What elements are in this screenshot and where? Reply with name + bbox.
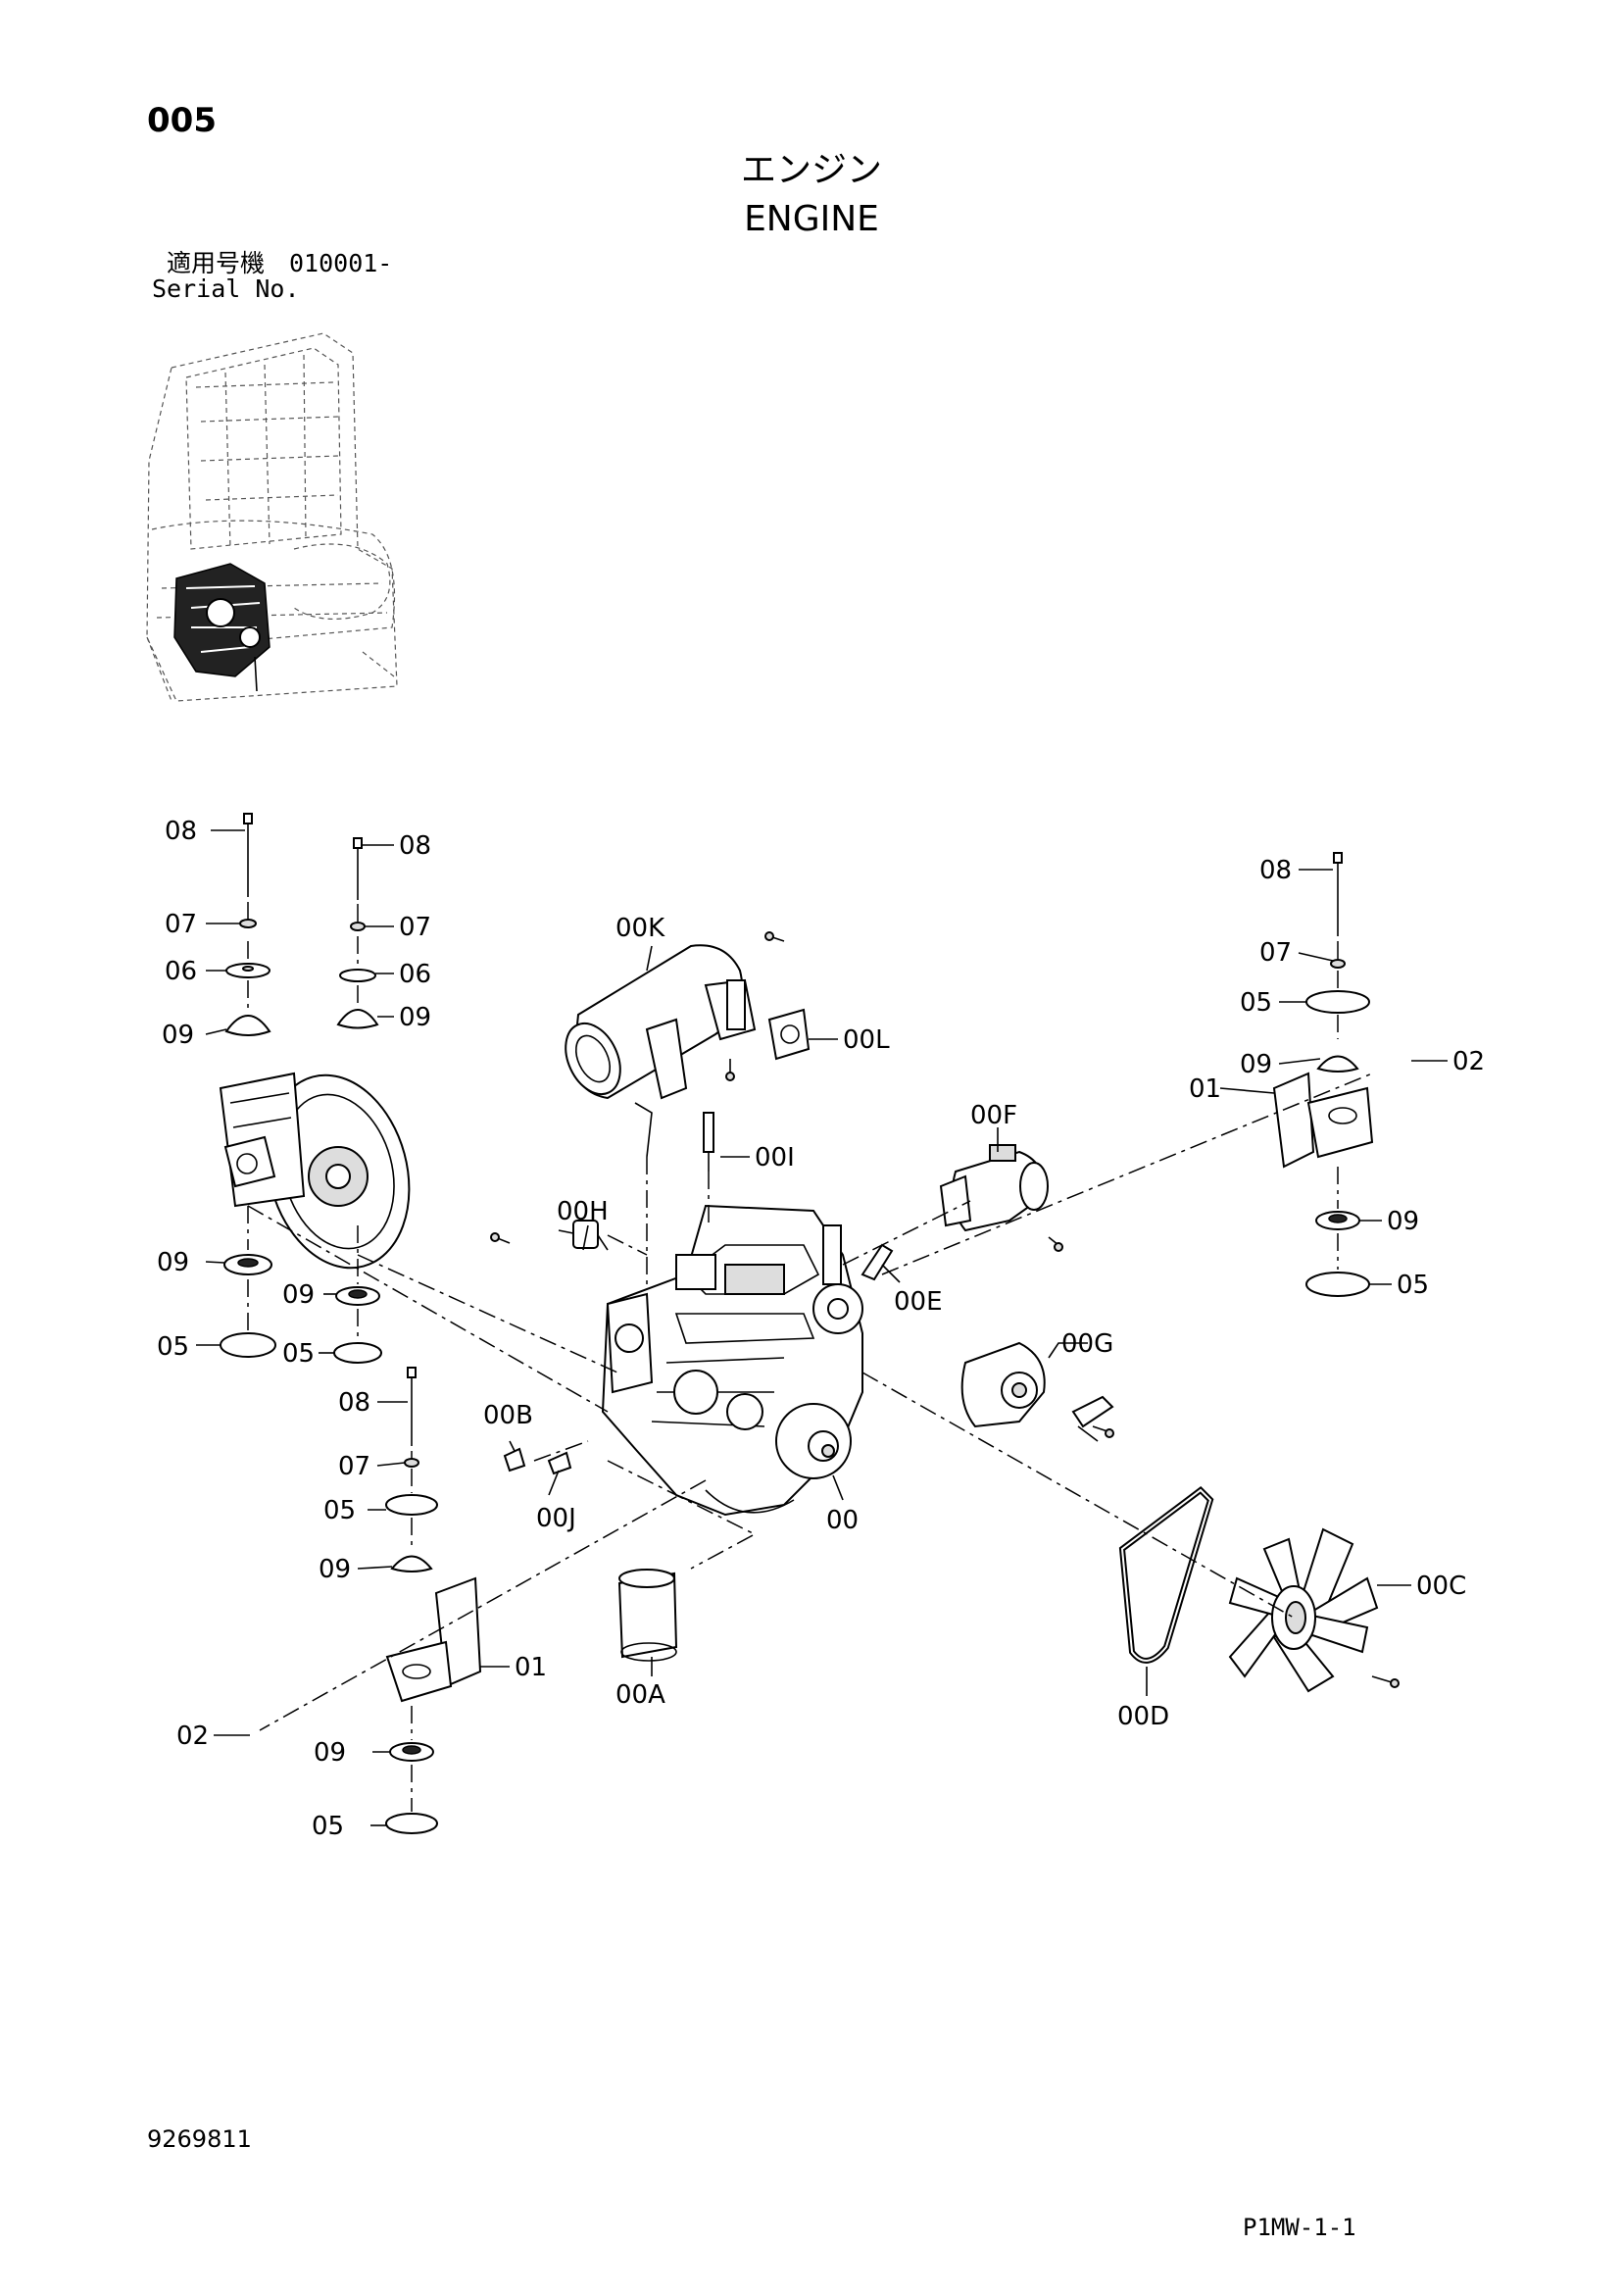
callout-05: 05 xyxy=(323,1496,356,1525)
injector xyxy=(703,1112,714,1172)
sheet-reference: P1MW-1-1 xyxy=(1243,2214,1356,2241)
callout-02: 02 xyxy=(1452,1047,1485,1076)
callout-02: 02 xyxy=(176,1722,209,1751)
muffler xyxy=(565,944,757,1158)
mount-stack-left-b xyxy=(333,837,382,1364)
callout-07: 07 xyxy=(399,913,431,942)
callout-05: 05 xyxy=(312,1812,344,1841)
callout-09: 09 xyxy=(162,1021,194,1050)
callout-08: 08 xyxy=(338,1388,370,1418)
title-japanese: エンジン xyxy=(740,150,882,190)
small-bolts xyxy=(490,931,1400,1688)
callout-00C: 00C xyxy=(1416,1572,1466,1601)
callout-00: 00 xyxy=(826,1506,859,1535)
fan-belt xyxy=(1118,1486,1214,1664)
callout-05: 05 xyxy=(282,1339,315,1369)
callout-09: 09 xyxy=(1240,1050,1272,1079)
callout-09: 09 xyxy=(282,1280,315,1310)
callout-05: 05 xyxy=(157,1332,189,1362)
callout-01: 01 xyxy=(1189,1074,1221,1104)
callout-05: 05 xyxy=(1397,1271,1429,1300)
callout-00D: 00D xyxy=(1117,1702,1169,1731)
cooling-fan xyxy=(1228,1527,1379,1693)
callout-09: 09 xyxy=(319,1555,351,1584)
callout-00J: 00J xyxy=(536,1504,576,1533)
starter-motor xyxy=(939,1144,1049,1232)
callout-00H: 00H xyxy=(557,1197,609,1226)
callout-07: 07 xyxy=(165,910,197,939)
callout-00G: 00G xyxy=(1061,1329,1113,1359)
callout-06: 06 xyxy=(165,957,197,986)
callout-01: 01 xyxy=(515,1653,547,1682)
leader-lines xyxy=(196,829,1448,1826)
callout-08: 08 xyxy=(1259,856,1292,885)
flywheel-housing xyxy=(219,1072,411,1270)
callout-00E: 00E xyxy=(894,1287,943,1317)
callout-09: 09 xyxy=(157,1248,189,1277)
callout-00B: 00B xyxy=(483,1401,533,1430)
title-english: ENGINE xyxy=(744,199,879,239)
callout-07: 07 xyxy=(1259,938,1292,968)
callout-09: 09 xyxy=(314,1738,346,1768)
drawing-number: 9269811 xyxy=(147,2125,252,2153)
callout-08: 08 xyxy=(399,831,431,861)
exhaust-gasket xyxy=(767,1008,811,1061)
mount-stack-right xyxy=(1272,852,1374,1297)
serial-label-japanese: 適用号機 010001- xyxy=(167,249,393,277)
callout-00K: 00K xyxy=(615,914,665,943)
callout-07: 07 xyxy=(338,1452,370,1481)
callout-00F: 00F xyxy=(970,1101,1017,1130)
callout-06: 06 xyxy=(399,960,431,989)
callout-00A: 00A xyxy=(615,1680,665,1710)
callout-00I: 00I xyxy=(755,1143,795,1173)
callout-09: 09 xyxy=(1387,1207,1419,1236)
callout-05: 05 xyxy=(1240,988,1272,1018)
engine-assembly xyxy=(601,1204,863,1517)
machine-overview-inset xyxy=(146,332,398,702)
oil-filter xyxy=(617,1569,678,1662)
glow-plug xyxy=(861,1243,894,1281)
page-number: 005 xyxy=(147,101,217,140)
sensors xyxy=(503,1447,572,1475)
mount-stack-lower-left xyxy=(385,1367,482,1834)
callout-09: 09 xyxy=(399,1003,431,1032)
assembly-lines xyxy=(247,1073,1373,1731)
callout-00L: 00L xyxy=(843,1025,890,1055)
serial-label-english: Serial No. xyxy=(152,275,300,303)
alternator xyxy=(960,1341,1114,1442)
callout-08: 08 xyxy=(165,817,197,846)
callouts: 08 07 06 09 09 05 08 07 06 09 09 05 08 0… xyxy=(157,817,1485,1841)
